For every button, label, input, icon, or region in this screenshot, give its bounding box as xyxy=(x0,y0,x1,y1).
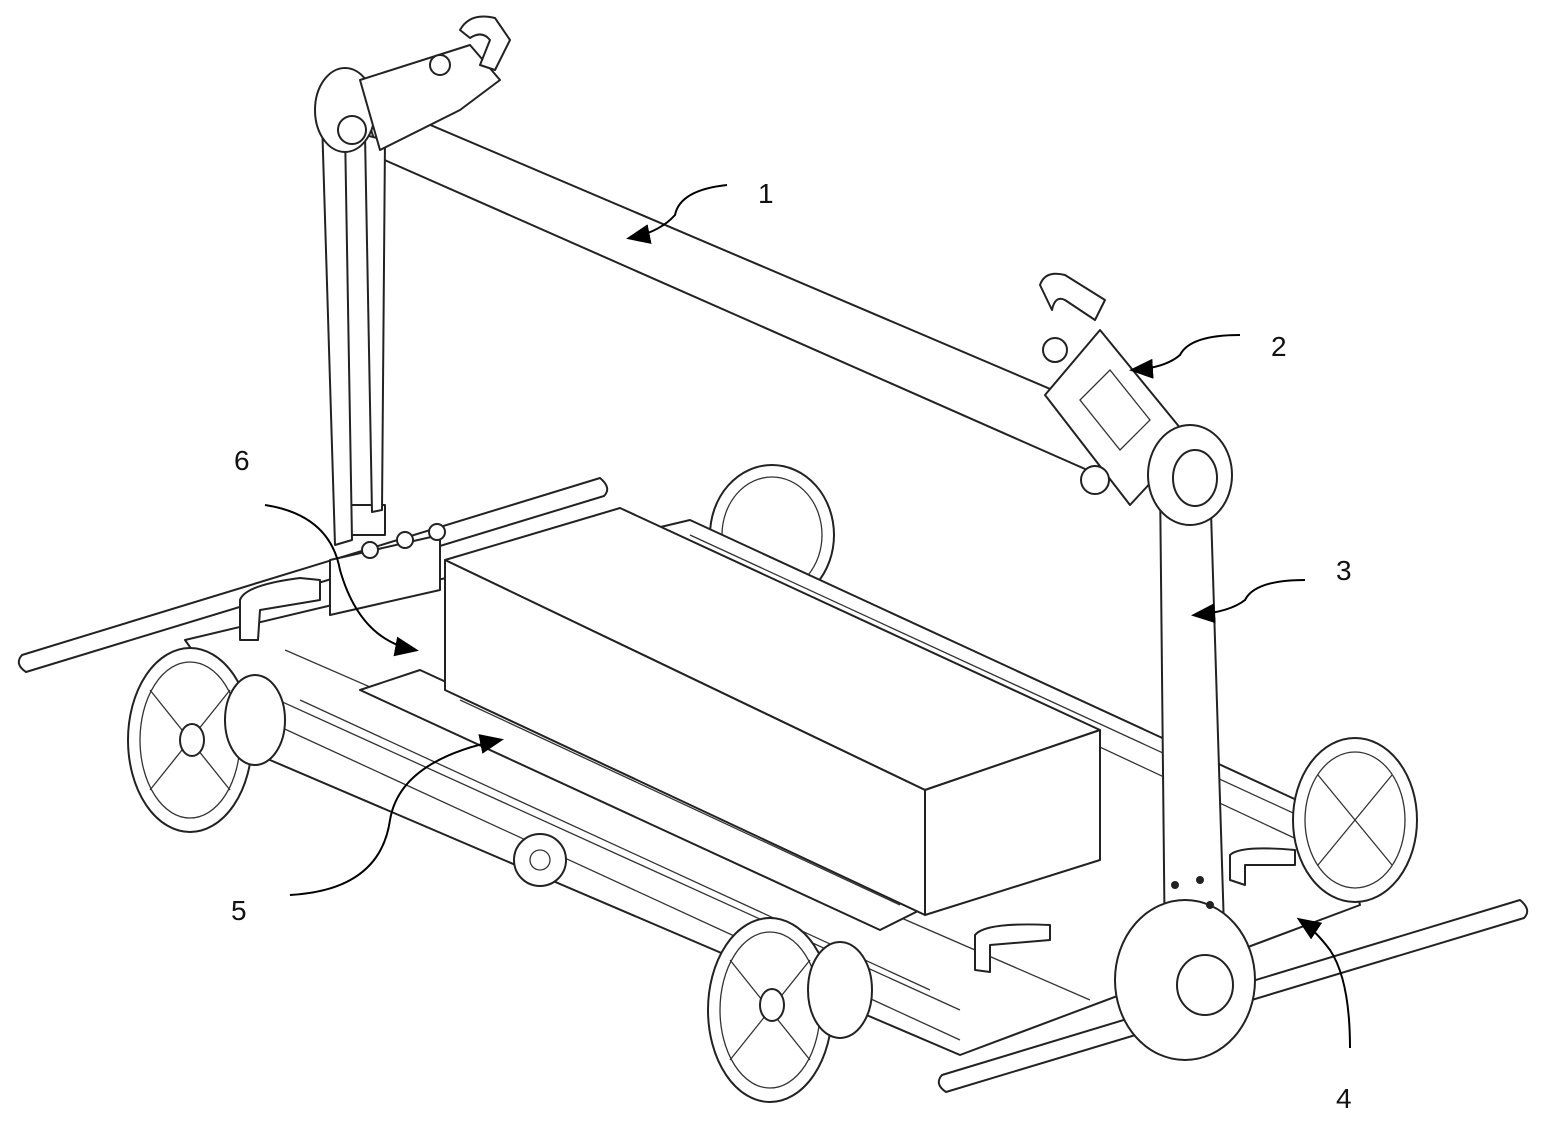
front-left-wheel xyxy=(128,648,285,832)
rear-left-wheel xyxy=(1293,738,1417,902)
label-5: 5 xyxy=(231,895,247,927)
front-right-wheel xyxy=(708,918,872,1102)
label-4: 4 xyxy=(1336,1083,1352,1115)
label-1: 1 xyxy=(758,178,774,210)
label-6: 6 xyxy=(234,445,250,477)
sprocket xyxy=(514,834,566,886)
label-3: 3 xyxy=(1336,555,1352,587)
left-lifting-lug xyxy=(315,17,510,153)
left-hanger-arm xyxy=(322,120,385,545)
label-2: 2 xyxy=(1271,331,1287,363)
